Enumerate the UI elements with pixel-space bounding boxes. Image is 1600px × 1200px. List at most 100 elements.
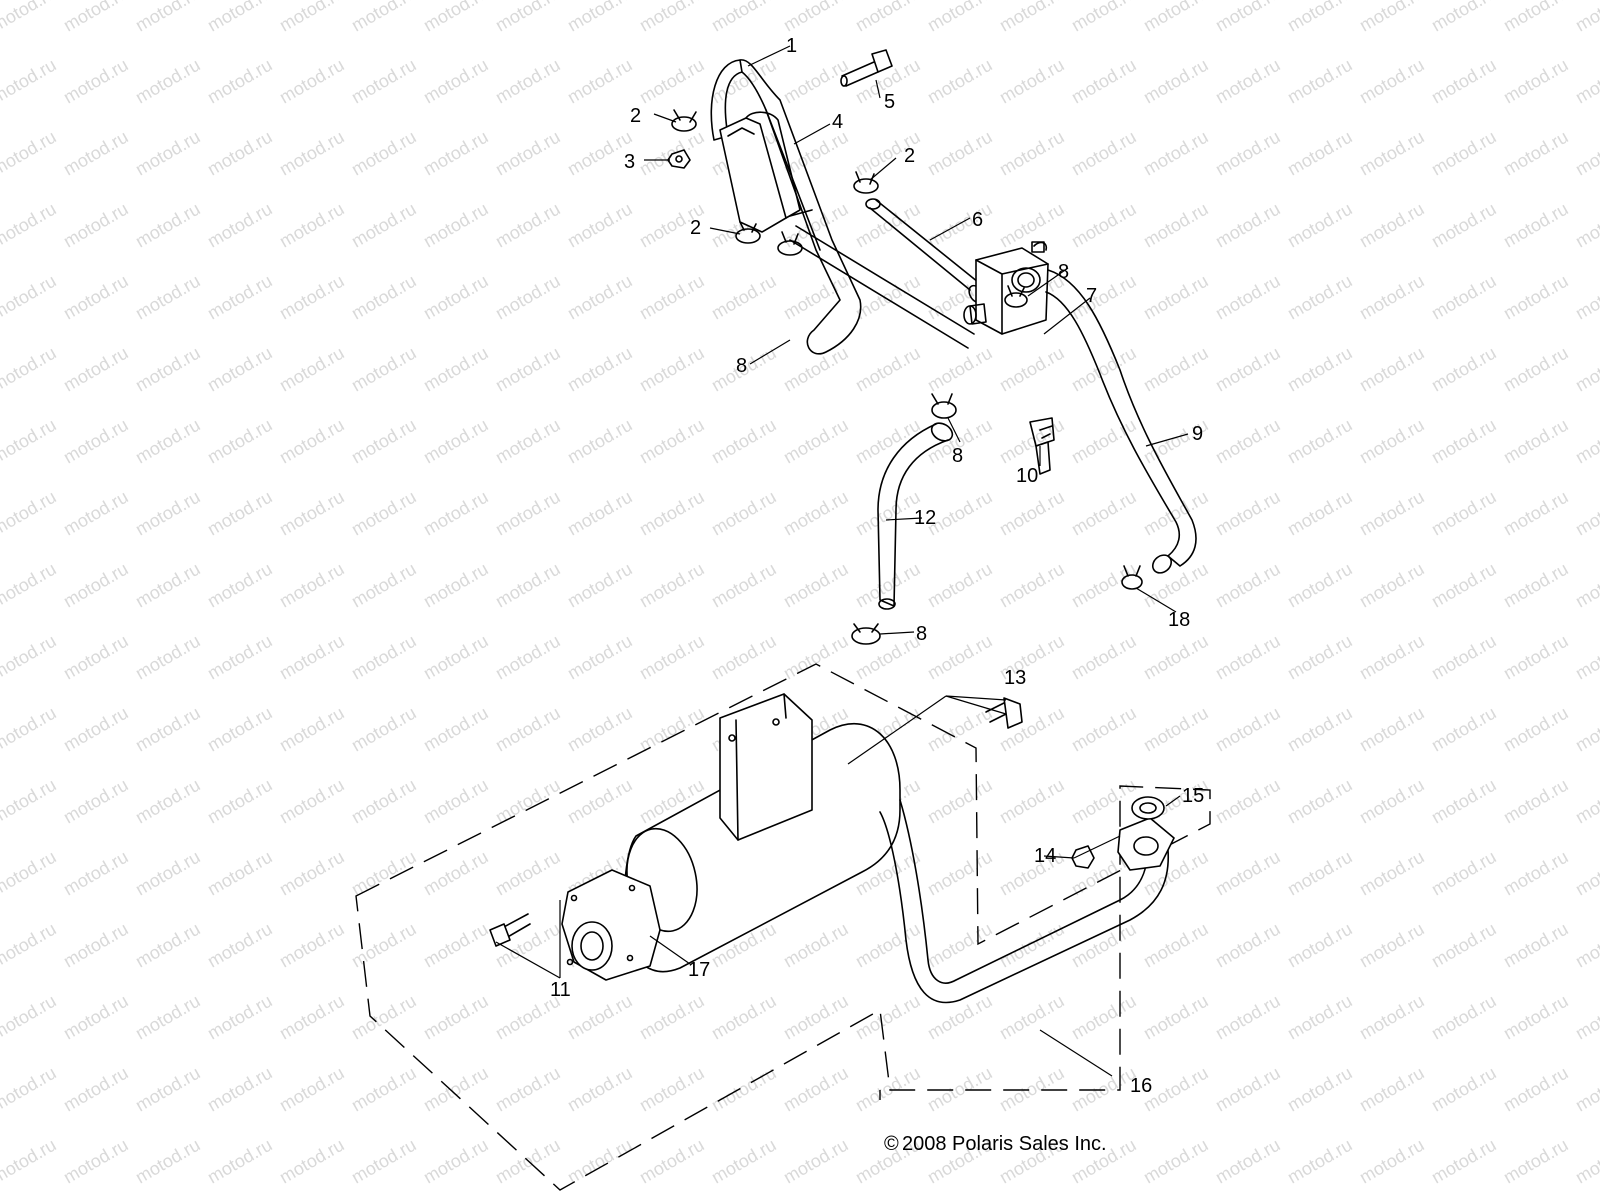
watermark-text: motod.ru (1284, 631, 1356, 684)
watermark-text: motod.ru (132, 343, 204, 396)
watermark-text: motod.ru (420, 991, 492, 1044)
watermark-text: motod.ru (1356, 127, 1428, 180)
callout-14: 14 (1034, 845, 1056, 867)
watermark-text: motod.ru (1068, 775, 1140, 828)
watermark-text: motod.ru (60, 343, 132, 396)
watermark-text: motod.ru (1500, 991, 1572, 1044)
watermark-text: motod.ru (1572, 487, 1600, 540)
watermark-text: motod.ru (276, 1135, 348, 1188)
watermark-text: motod.ru (348, 0, 420, 35)
watermark-text: motod.ru (204, 271, 276, 324)
watermark-text: motod.ru (1284, 847, 1356, 900)
part-11-bolt (489, 913, 531, 947)
watermark-text: motod.ru (132, 1063, 204, 1116)
callout-4: 4 (832, 111, 843, 133)
watermark-text: motod.ru (1500, 703, 1572, 756)
watermark-text: motod.ru (420, 631, 492, 684)
watermark-text: motod.ru (1428, 1063, 1500, 1116)
watermark-text: motod.ru (780, 631, 852, 684)
part-9-hose (1045, 269, 1197, 574)
watermark-text: motod.ru (1068, 631, 1140, 684)
watermark-text: motod.ru (636, 1135, 708, 1188)
watermark-text: motod.ru (1284, 271, 1356, 324)
watermark-text: motod.ru (1572, 631, 1600, 684)
watermark-text: motod.ru (708, 631, 780, 684)
watermark-text: motod.ru (132, 0, 204, 35)
watermark-text: motod.ru (420, 199, 492, 252)
watermark-text: motod.ru (852, 631, 924, 684)
watermark-text: motod.ru (564, 343, 636, 396)
watermark-text: motod.ru (1572, 1063, 1600, 1116)
watermark-text: motod.ru (852, 415, 924, 468)
watermark-text: motod.ru (420, 343, 492, 396)
watermark-text: motod.ru (60, 559, 132, 612)
watermark-text: motod.ru (60, 415, 132, 468)
watermark-text: motod.ru (1284, 919, 1356, 972)
watermark-text: motod.ru (1428, 559, 1500, 612)
watermark-text: motod.ru (1572, 199, 1600, 252)
watermark-text: motod.ru (0, 271, 60, 324)
watermark-text: motod.ru (1428, 991, 1500, 1044)
watermark-text: motod.ru (348, 343, 420, 396)
watermark-text: motod.ru (276, 631, 348, 684)
watermark-text: motod.ru (996, 415, 1068, 468)
watermark-text: motod.ru (204, 991, 276, 1044)
watermark-text: motod.ru (1356, 775, 1428, 828)
watermark-text: motod.ru (996, 1063, 1068, 1116)
watermark-text: motod.ru (420, 1063, 492, 1116)
watermark-text: motod.ru (348, 991, 420, 1044)
watermark-text: motod.ru (204, 559, 276, 612)
watermark-text: motod.ru (204, 199, 276, 252)
watermark-text: motod.ru (1428, 343, 1500, 396)
watermark-text: motod.ru (1068, 703, 1140, 756)
watermark-text: motod.ru (1284, 775, 1356, 828)
watermark-text: motod.ru (1428, 487, 1500, 540)
part-12-hose (877, 422, 954, 610)
watermark-text: motod.ru (0, 703, 60, 756)
watermark-text: motod.ru (1140, 343, 1212, 396)
watermark-text: motod.ru (420, 487, 492, 540)
watermark-text: motod.ru (1356, 991, 1428, 1044)
watermark-text: motod.ru (852, 919, 924, 972)
watermark-text: motod.ru (1284, 55, 1356, 108)
watermark-text: motod.ru (1140, 127, 1212, 180)
watermark-text: motod.ru (1572, 559, 1600, 612)
watermark-text: motod.ru (636, 991, 708, 1044)
watermark-text: motod.ru (1572, 415, 1600, 468)
watermark-text: motod.ru (60, 775, 132, 828)
watermark-text: motod.ru (60, 55, 132, 108)
watermark-text: motod.ru (708, 1063, 780, 1116)
watermark-text: motod.ru (996, 343, 1068, 396)
watermark-text: motod.ru (1428, 919, 1500, 972)
watermark-text: motod.ru (636, 559, 708, 612)
watermark-text: motod.ru (1500, 775, 1572, 828)
part-4-separator (719, 111, 813, 233)
watermark-text: motod.ru (564, 55, 636, 108)
watermark-text: motod.ru (996, 991, 1068, 1044)
watermark-text: motod.ru (348, 55, 420, 108)
watermark-text: motod.ru (492, 343, 564, 396)
watermark-text: motod.ru (636, 487, 708, 540)
watermark-text: motod.ru (420, 919, 492, 972)
watermark-text: motod.ru (204, 775, 276, 828)
watermark-text: motod.ru (1068, 271, 1140, 324)
watermark-text: motod.ru (348, 703, 420, 756)
watermark-text: motod.ru (1284, 415, 1356, 468)
watermark-text: motod.ru (132, 271, 204, 324)
part-7-valve (963, 241, 1049, 335)
watermark-text: motod.ru (924, 199, 996, 252)
watermark-text: motod.ru (132, 703, 204, 756)
watermark-text: motod.ru (708, 55, 780, 108)
watermark-text: motod.ru (1068, 199, 1140, 252)
watermark-text: motod.ru (132, 199, 204, 252)
watermark-text: motod.ru (924, 343, 996, 396)
watermark-text: motod.ru (276, 775, 348, 828)
watermark-text: motod.ru (1500, 271, 1572, 324)
watermark-text: motod.ru (1068, 343, 1140, 396)
callout-3: 3 (624, 151, 635, 173)
watermark-text: motod.ru (204, 919, 276, 972)
watermark-text: motod.ru (564, 0, 636, 35)
watermark-text: motod.ru (1356, 415, 1428, 468)
watermark-text: motod.ru (636, 703, 708, 756)
watermark-text: motod.ru (564, 703, 636, 756)
